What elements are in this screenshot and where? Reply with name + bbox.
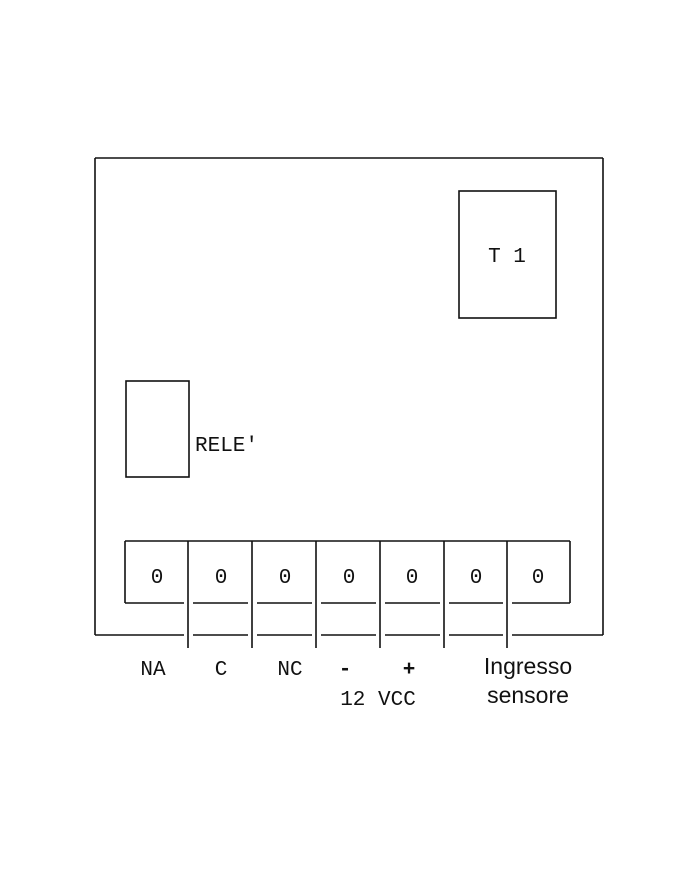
terminal-separators xyxy=(187,541,508,648)
terminal-screw-marker: 0 xyxy=(470,567,483,590)
terminal-screw-marker: 0 xyxy=(406,567,419,590)
label-na: NA xyxy=(140,659,166,682)
terminal-block xyxy=(124,540,571,603)
terminal-screw-marker: 0 xyxy=(215,567,228,590)
relay xyxy=(125,380,190,478)
board-bottom-edge xyxy=(95,602,603,636)
label-12vcc: 12 VCC xyxy=(340,689,416,712)
transformer-t1 xyxy=(458,190,557,319)
label-nc: NC xyxy=(277,659,302,682)
label-sensor-input-line1: Ingresso xyxy=(484,653,572,679)
label-minus: - xyxy=(339,659,352,682)
terminal-screw-marker: 0 xyxy=(151,567,164,590)
terminal-markers: 0 0 0 0 0 0 0 xyxy=(151,567,545,590)
relay-label: RELE' xyxy=(195,435,258,458)
terminal-screw-marker: 0 xyxy=(343,567,356,590)
board-outline xyxy=(94,157,604,635)
label-c: C xyxy=(215,659,228,682)
transformer-label: T 1 xyxy=(488,246,526,269)
label-plus: + xyxy=(403,659,416,682)
label-sensor-input-line2: sensore xyxy=(487,682,569,708)
terminal-screw-marker: 0 xyxy=(532,567,545,590)
terminal-screw-marker: 0 xyxy=(279,567,292,590)
